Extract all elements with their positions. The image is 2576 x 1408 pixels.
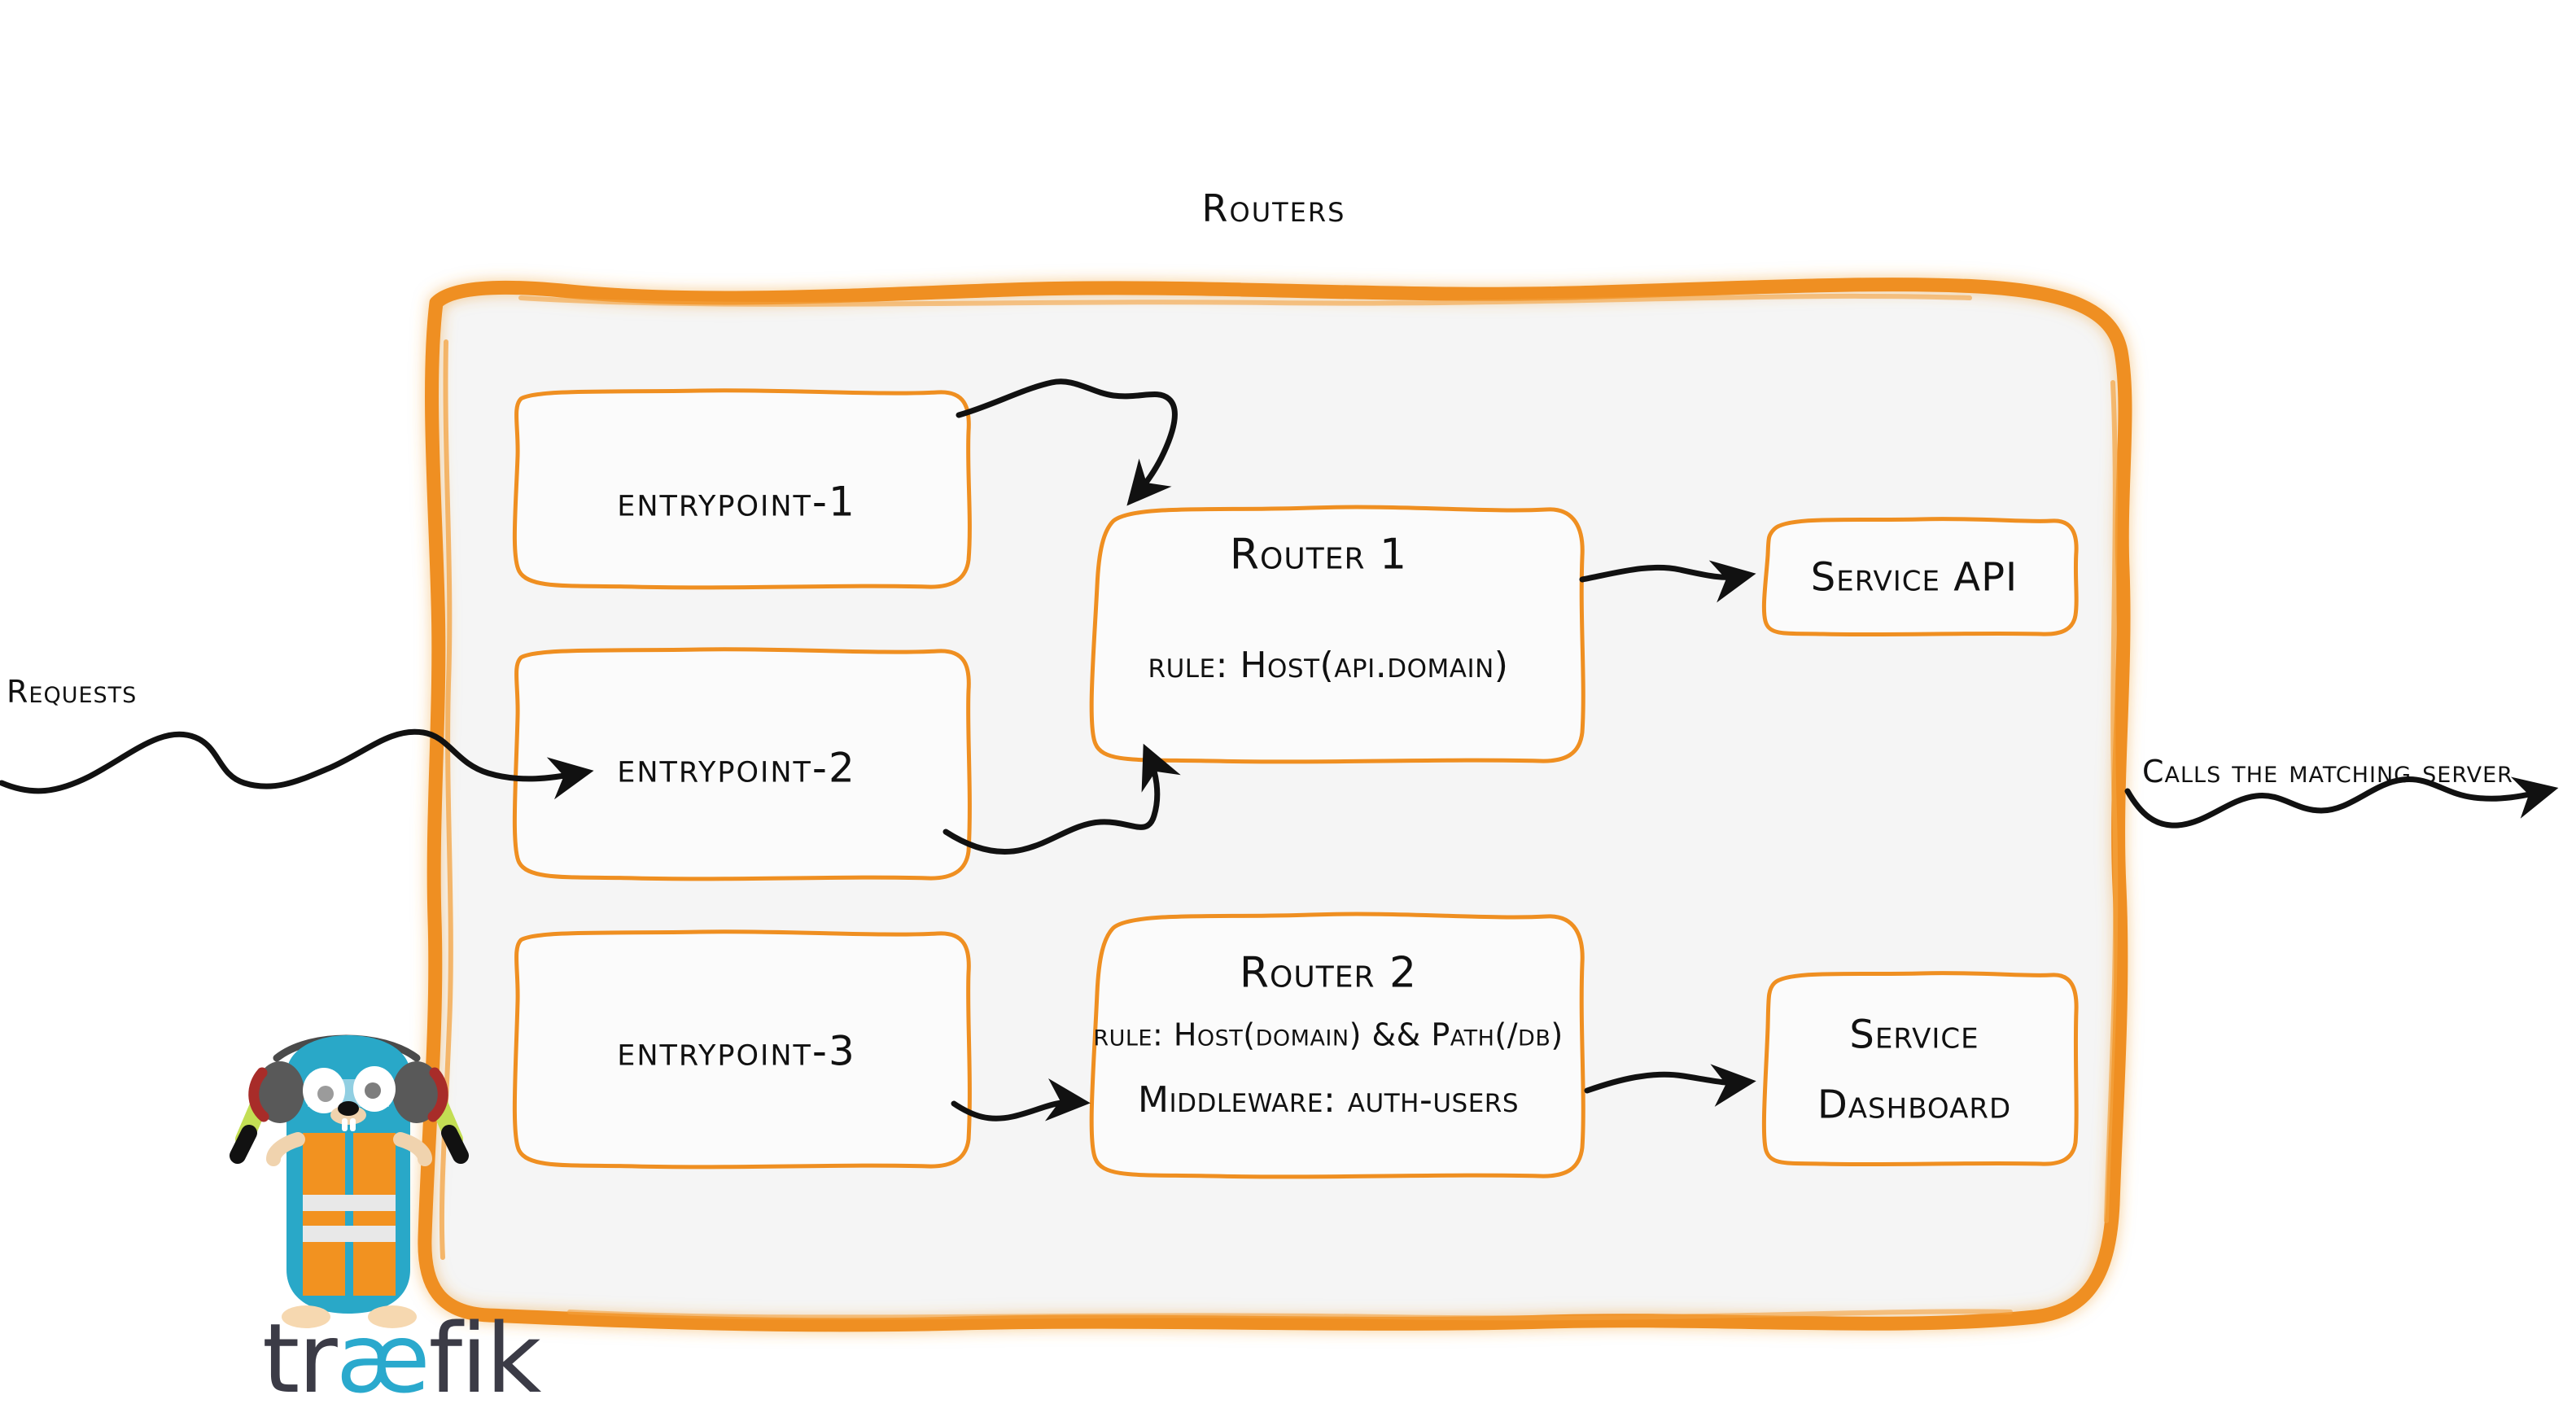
traefik-wordmark: træfik bbox=[262, 1302, 542, 1408]
router-1-box[interactable] bbox=[1089, 505, 1585, 764]
wordmark-suffix: fik bbox=[428, 1302, 542, 1408]
router-2-box[interactable] bbox=[1089, 912, 1585, 1179]
arrow-requests-in bbox=[0, 728, 594, 800]
arrow-router1-to-service-api bbox=[1579, 560, 1756, 603]
entrypoint-3-box[interactable] bbox=[512, 929, 972, 1170]
service-dashboard-box[interactable] bbox=[1761, 971, 2079, 1167]
entrypoint-2-box[interactable] bbox=[512, 647, 972, 881]
arrow-ep2-to-router1 bbox=[942, 743, 1181, 855]
entrypoint-1-box[interactable] bbox=[512, 388, 972, 590]
wordmark-prefix: tr bbox=[262, 1302, 338, 1408]
arrow-ep3-to-router2 bbox=[951, 1078, 1091, 1122]
arrow-router2-to-service-dashboard bbox=[1584, 1064, 1756, 1107]
service-api-box[interactable] bbox=[1761, 517, 2079, 637]
arrow-calls-matching-server bbox=[2124, 776, 2559, 829]
traefik-gopher-logo bbox=[230, 1034, 469, 1328]
arrow-ep1-to-router1 bbox=[956, 378, 1178, 506]
wordmark-ligature: æ bbox=[335, 1302, 431, 1408]
